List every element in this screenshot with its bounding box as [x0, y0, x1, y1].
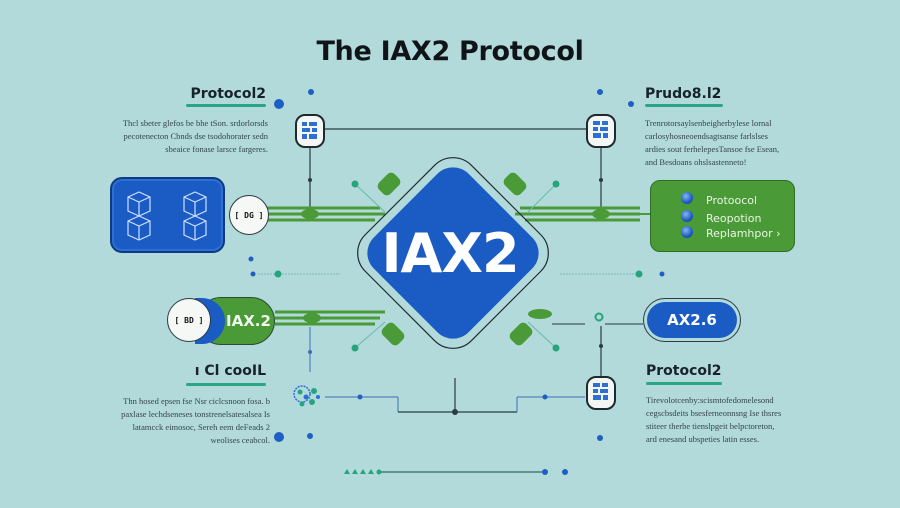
- green-box-item: Replamhpor ›: [706, 227, 781, 240]
- chip-icon: [586, 114, 616, 148]
- block-heading-bottom-right: Protocol2: [646, 363, 722, 379]
- center-node-label: IAX2: [381, 222, 519, 285]
- cube-stack-icon: [127, 191, 151, 241]
- left-blue-box[interactable]: [110, 177, 225, 253]
- accent-dot: [628, 101, 634, 107]
- accent-dot: [597, 435, 603, 441]
- heading-underline: [646, 382, 722, 385]
- block-text-bottom-right: Tirevolotcenby:scismtofedomelesond cegsc…: [646, 395, 782, 444]
- right-green-box[interactable]: Protoocol Reopotion Replamhpor ›: [650, 180, 795, 252]
- accent-dot: [597, 89, 603, 95]
- diagram-title: The IAX2 Protocol: [316, 36, 584, 67]
- cube-stack-icon: [183, 191, 207, 241]
- bullet-icon: [681, 226, 693, 238]
- heading-underline: [186, 383, 266, 386]
- block-text-top-right: Trenrotorsaylsenbeigherbylese lornal car…: [645, 118, 780, 167]
- block-text-top-left: Thcl sbeter glefos be bhe tSon. srdorlor…: [122, 118, 268, 154]
- block-heading-top-left: Protocol2: [190, 86, 266, 102]
- badge-icon: [ DG ]: [229, 195, 269, 235]
- ax26-label: AX2.6: [647, 302, 737, 338]
- accent-dot: [308, 89, 314, 95]
- accent-dot: [274, 432, 284, 442]
- bullet-icon: [681, 192, 693, 204]
- green-box-item: Protoocol: [706, 194, 758, 207]
- network-icon: [293, 385, 320, 407]
- accent-dot: [307, 433, 313, 439]
- chip-icon: [586, 376, 616, 410]
- accent-dot: [274, 99, 284, 109]
- block-heading-bottom-left: ı Cl cooIL: [194, 363, 266, 379]
- bullet-icon: [681, 210, 693, 222]
- block-heading-top-right: Prudo8.l2: [645, 86, 722, 102]
- green-box-item: Reopotion: [706, 212, 762, 225]
- ax26-pill[interactable]: AX2.6: [643, 298, 741, 342]
- chip-icon: [295, 114, 325, 148]
- badge-icon: [ BD ]: [167, 298, 211, 342]
- heading-underline: [645, 104, 723, 107]
- heading-underline: [186, 104, 266, 107]
- block-text-bottom-left: Thn hosed epsen fse Nsr ciclcsnoon fosa.…: [121, 396, 270, 445]
